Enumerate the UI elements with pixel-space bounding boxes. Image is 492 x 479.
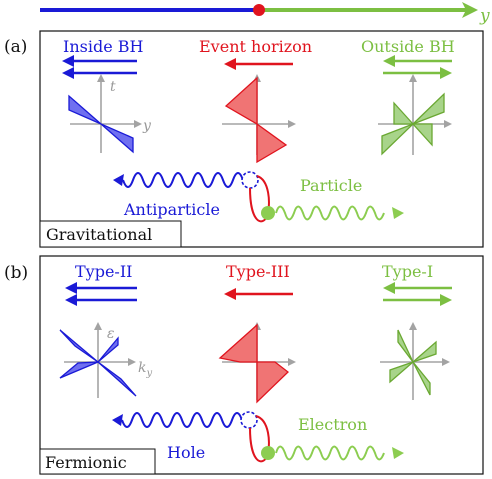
- electron-dot-b: [261, 446, 275, 460]
- particle-label: Particle: [300, 176, 362, 195]
- type-ii-arrows-icon: [65, 282, 137, 306]
- hole-circle-a: [241, 171, 259, 189]
- axis-arrowhead-icon: [462, 2, 478, 18]
- partner-wave-a: [122, 172, 244, 188]
- pair-creation-a: Antiparticle Particle: [113, 171, 404, 223]
- panel-b-tag: (b): [4, 263, 28, 283]
- top-axis-label: y: [479, 6, 490, 26]
- panel-a: (a) Gravitational Inside BH Event horizo…: [4, 30, 484, 248]
- panel-b-label-box: [39, 448, 156, 475]
- panel-a-label-box: [39, 220, 182, 248]
- region-label-event-horizon: Event horizon: [199, 37, 312, 56]
- panel-b-frame: [39, 255, 484, 475]
- region-label-outside-bh: Outside BH: [361, 37, 455, 56]
- type-i-arrows-icon: [383, 282, 452, 306]
- top-y-axis: y: [40, 2, 490, 26]
- antiparticle-label: Antiparticle: [123, 200, 220, 219]
- region-label-type-ii: Type-II: [75, 262, 132, 281]
- horizon-dot: [253, 4, 265, 16]
- carrier-wave-b: [275, 445, 385, 461]
- region-label-inside-bh: Inside BH: [63, 37, 144, 56]
- region-label-type-i: Type-I: [382, 262, 433, 281]
- type-i-cone: [380, 322, 450, 400]
- inside-bh-arrows-icon: [62, 55, 137, 79]
- particle-dot-a: [261, 206, 275, 220]
- outside-bh-arrows-icon: [383, 55, 452, 79]
- partner-wave-b: [121, 412, 243, 428]
- panel-b-box-label: Fermionic: [45, 453, 127, 472]
- region-label-type-iii: Type-III: [226, 262, 290, 281]
- panel-a-frame: [39, 30, 484, 248]
- pair-creation-b: Hole Electron: [112, 411, 404, 463]
- carrier-wave-a: [275, 205, 385, 221]
- event-horizon-light-cone: [222, 74, 296, 164]
- hole-label: Hole: [167, 443, 205, 462]
- type-iii-arrow-icon: [224, 288, 293, 300]
- inside-bh-light-cone: t y: [68, 74, 152, 154]
- axis-label-t: t: [110, 79, 116, 95]
- type-ii-cone: ε ky: [59, 322, 152, 398]
- hole-circle-b: [240, 411, 258, 429]
- axis-label-ky: ky: [138, 360, 152, 379]
- type-iii-cone: [218, 322, 296, 404]
- axis-label-y: y: [142, 118, 152, 134]
- panel-b: (b) Fermionic Type-II Type-III Type-I: [4, 255, 484, 475]
- electron-label: Electron: [298, 415, 367, 434]
- event-horizon-arrow-icon: [224, 58, 293, 70]
- panel-a-box-label: Gravitational: [46, 225, 152, 244]
- panel-a-tag: (a): [4, 37, 27, 57]
- outside-bh-light-cone: [378, 74, 452, 156]
- axis-label-epsilon: ε: [107, 326, 115, 342]
